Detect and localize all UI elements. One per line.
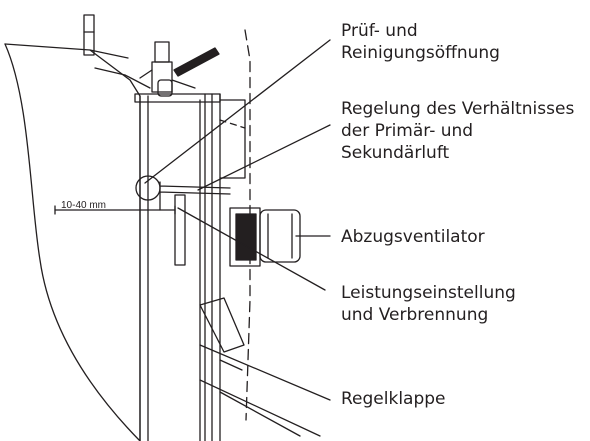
label-air-ratio: Regelung des Verhältnisses der Primär- u… [341,98,574,164]
label-line: der Primär- und [341,121,474,141]
label-line: Reinigungsöffnung [341,43,500,63]
label-inspection-opening: Prüf- und Reinigungsöffnung [341,20,500,64]
exhaust-fan-motor [229,207,301,267]
leader-inspection [144,39,331,184]
label-line: und Verbrennung [341,305,489,325]
foot [199,379,321,437]
label-line: Prüf- und [341,21,418,41]
label-control-flap: Regelklappe [341,388,446,410]
leader-flap [199,344,331,401]
control-flap [199,297,245,353]
dimension-label: 10-40 mm [61,200,107,211]
leader-power [177,207,326,291]
label-line: Regelklappe [341,389,446,409]
boiler-outer-curve [4,43,141,441]
label-line: Leistungseinstellung [341,283,516,303]
chimney-post [83,14,95,56]
label-line: Regelung des Verhältnisses [341,99,575,119]
label-exhaust-fan: Abzugsventilator [341,226,485,248]
dashed-housing [244,29,251,421]
label-line: Sekundärluft [341,143,450,163]
boiler-lid [89,49,151,89]
leader-air-ratio [197,124,331,191]
inspection-opening-valve [139,41,220,97]
upper-nozzle-box [219,99,246,179]
label-power-setting: Leistungseinstellung und Verbrennung [341,282,516,326]
label-line: Abzugsventilator [341,227,485,247]
air-ratio-rod [159,181,231,211]
boiler-shell [4,43,141,441]
